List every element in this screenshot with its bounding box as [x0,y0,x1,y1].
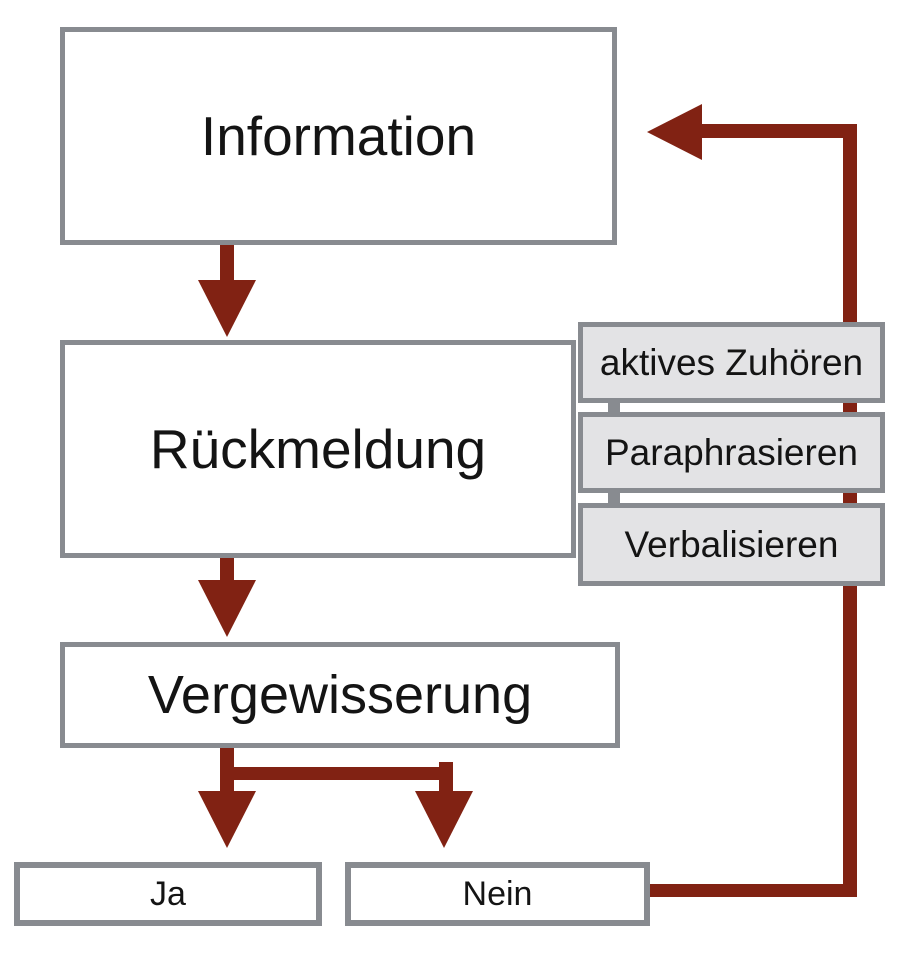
arrow-information-to-rueckmeldung-head-icon [198,280,256,337]
arrow-information-to-rueckmeldung-shaft [220,243,234,281]
node-vergewisserung: Vergewisserung [60,642,620,748]
feedback-edge-top-segment [697,124,857,138]
node-nein-label: Nein [462,875,533,913]
node-ja: Ja [14,862,322,926]
feedback-arrowhead-left-icon [647,104,702,160]
node-rueckmeldung: Rückmeldung [60,340,576,558]
node-rueckmeldung-label: Rückmeldung [149,417,487,480]
arrow-vergewisserung-to-ja-head-icon [198,791,256,848]
branch-horizontal-bar [220,767,453,780]
arrow-rueckmeldung-to-vergewisserung-head-icon [198,580,256,637]
node-aktives-zuhoeren: aktives Zuhören [578,322,885,403]
node-paraphrasieren-label: Paraphrasieren [605,432,858,473]
node-verbalisieren-label: Verbalisieren [624,524,839,565]
arrow-rueckmeldung-to-vergewisserung-shaft [220,555,234,582]
node-vergewisserung-label: Vergewisserung [147,665,533,725]
node-nein: Nein [345,862,650,926]
side-box-connector-2 [608,489,620,507]
side-box-connector-1 [608,399,620,416]
node-ja-label: Ja [150,875,186,913]
node-verbalisieren: Verbalisieren [578,503,885,586]
node-aktives-zuhoeren-label: aktives Zuhören [599,342,864,383]
node-paraphrasieren: Paraphrasieren [578,412,885,493]
node-information-label: Information [200,104,477,167]
arrow-vergewisserung-to-nein-head-icon [415,791,473,848]
branch-shaft-right [439,762,453,792]
node-information: Information [60,27,617,245]
feedback-edge-bottom-segment [650,884,857,897]
